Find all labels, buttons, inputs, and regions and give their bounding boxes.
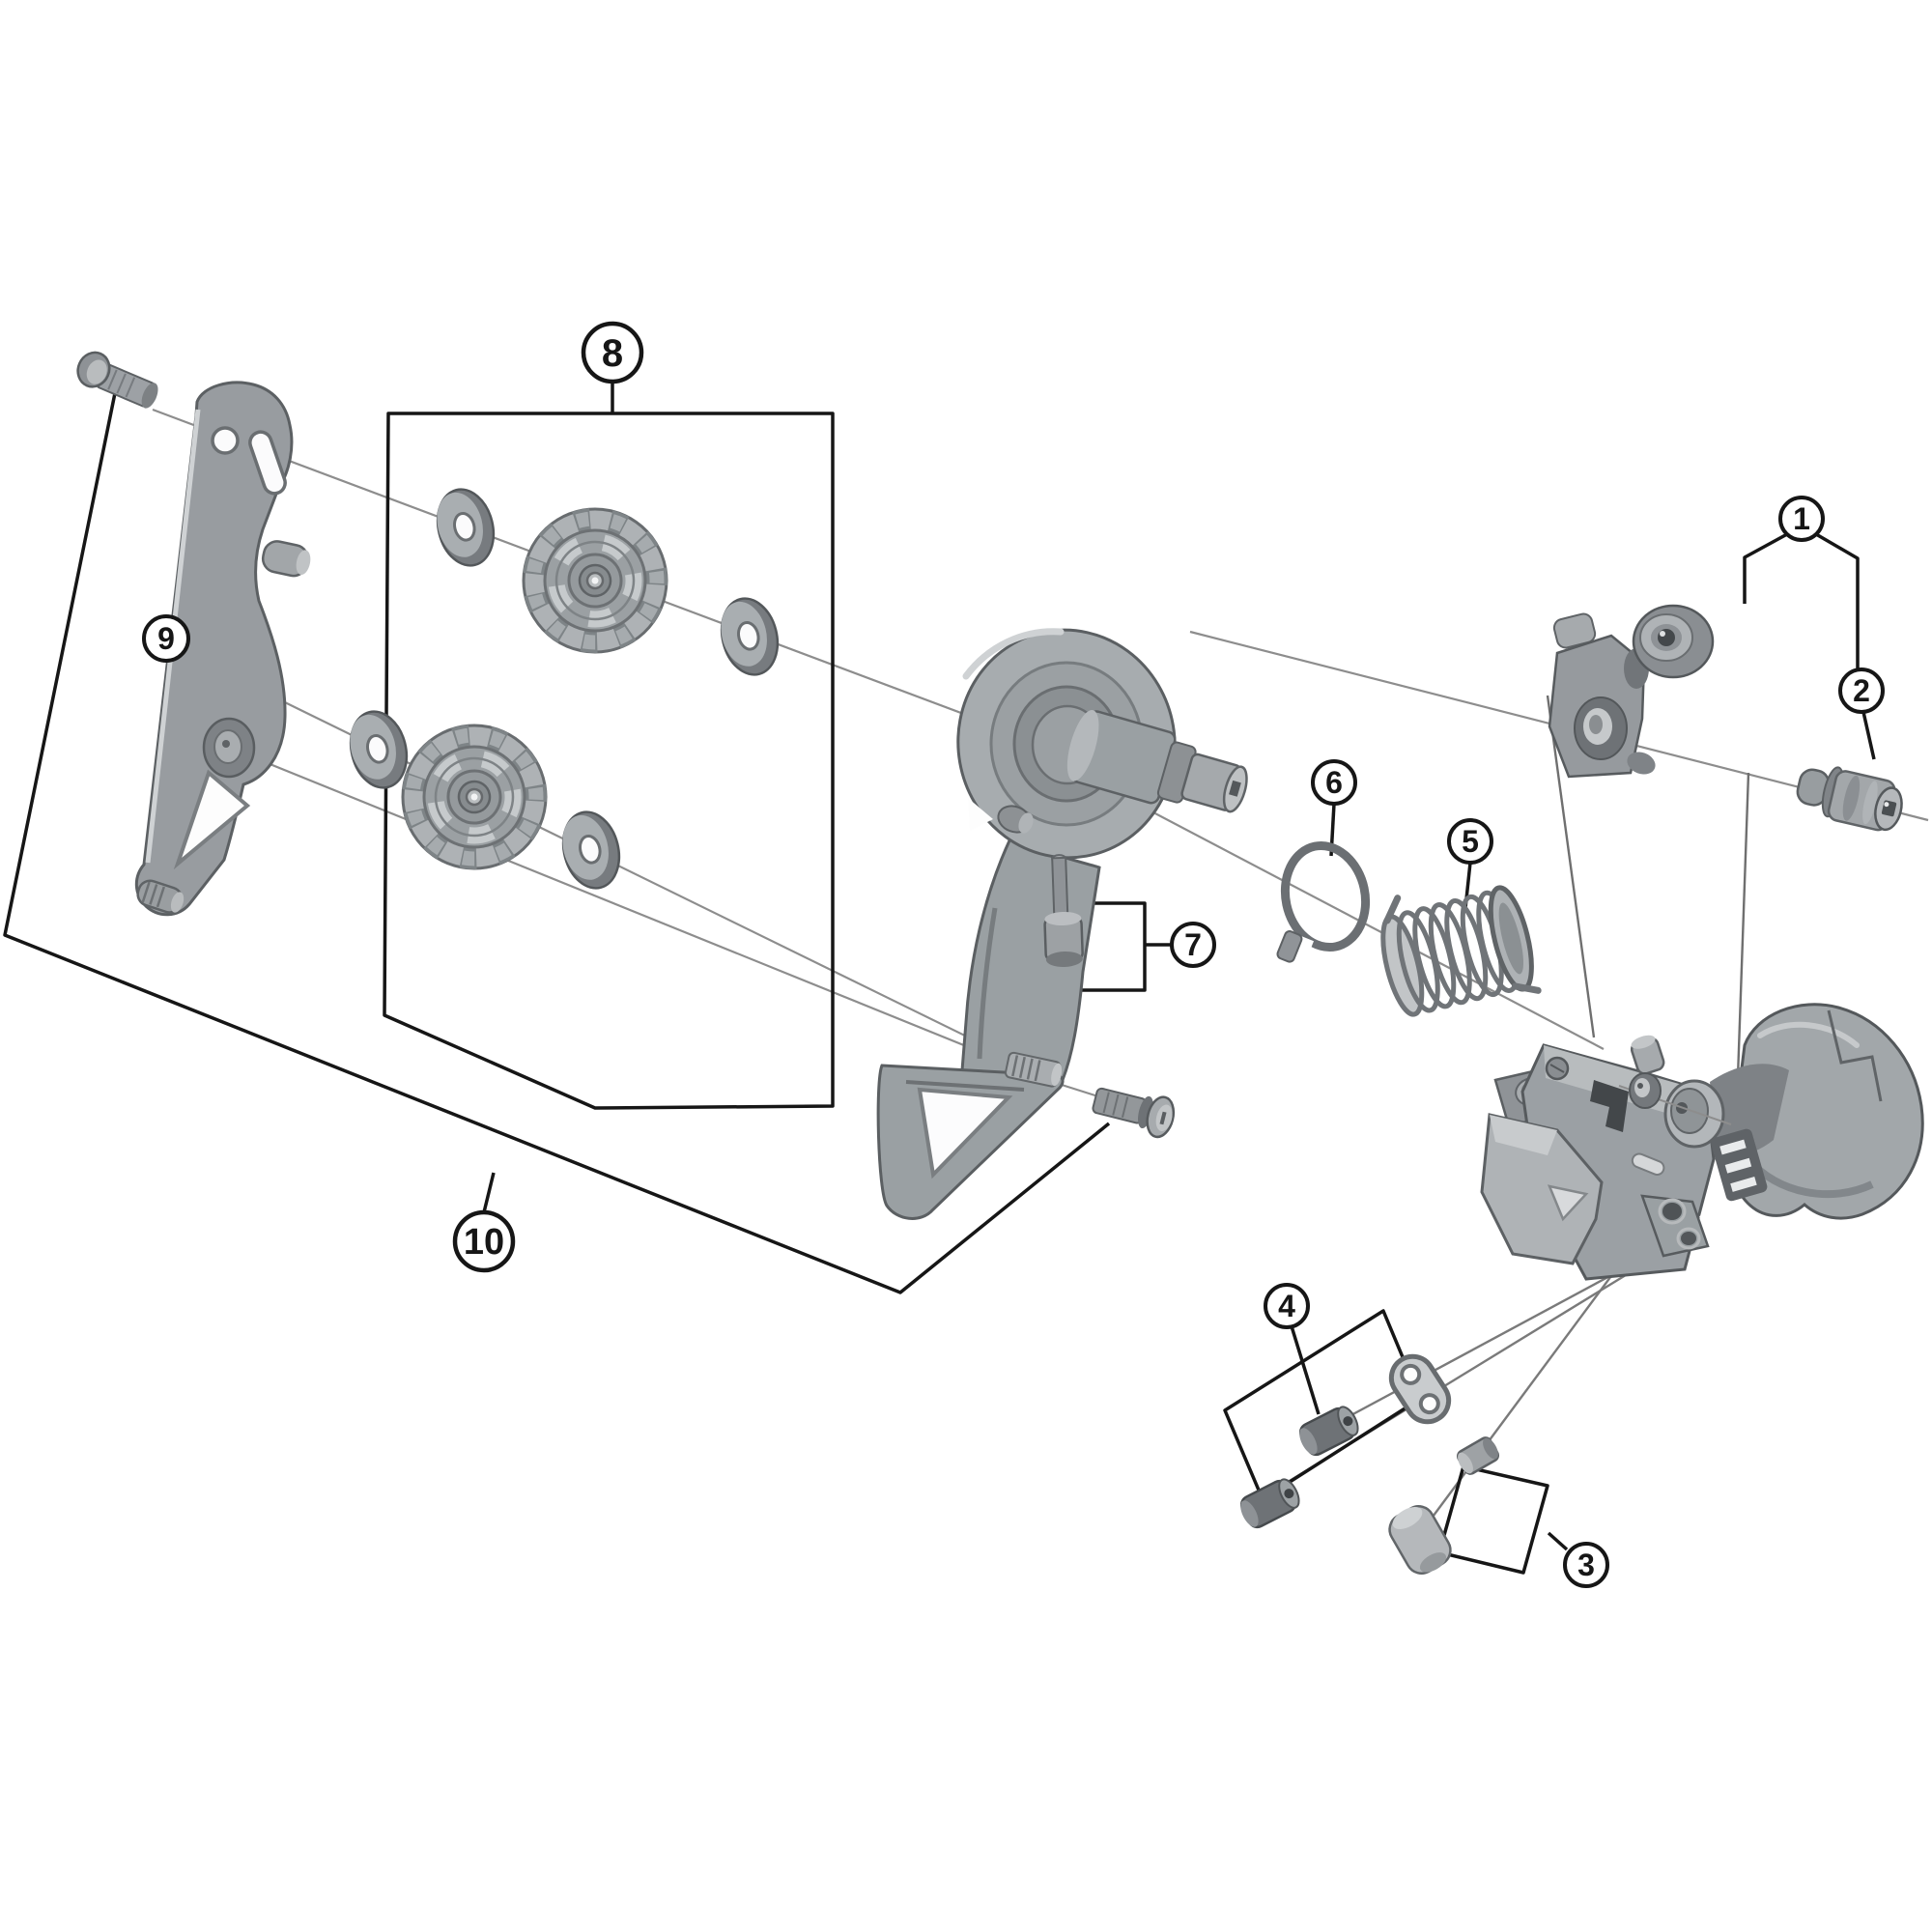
- guide-pulley: [512, 497, 677, 663]
- outer-plate: [876, 628, 1248, 1220]
- adjusting-barrel-2: [1235, 1474, 1305, 1533]
- retaining-ring: [1276, 840, 1371, 963]
- callout-7-label: 7: [1184, 927, 1202, 962]
- callout-8-label: 8: [602, 332, 623, 375]
- cable-end-box: [1437, 1464, 1549, 1575]
- body-cable-stud: [1631, 1152, 1665, 1176]
- bracket-axle-stopper: [1796, 766, 1903, 832]
- callout-9-label: 9: [157, 621, 175, 656]
- callout-7: 7: [1170, 922, 1216, 968]
- inner-plate-pivot-dot: [222, 740, 230, 748]
- callout-3-label: 3: [1577, 1548, 1595, 1582]
- inner-plate: [134, 381, 311, 917]
- callout-10-label: 10: [464, 1222, 504, 1263]
- body-cover-mark: [1547, 1184, 1589, 1222]
- inner-plate-silhouette: [134, 381, 294, 917]
- pulley-set: [341, 481, 787, 896]
- cable-end-cap: [1388, 1505, 1452, 1575]
- inner-plate-slot: [248, 430, 287, 496]
- callout-6-label: 6: [1325, 765, 1343, 800]
- barrel-box: [1223, 1309, 1422, 1501]
- leader-callout-3: [1547, 1531, 1569, 1551]
- body-top-stud: [1630, 1035, 1665, 1075]
- callout-1-label: 1: [1793, 501, 1810, 536]
- link-plate-hole-1: [1400, 1363, 1422, 1385]
- plate-axle-hole: [1229, 780, 1241, 797]
- body-shell-step: [1827, 1009, 1883, 1102]
- callout-6: 6: [1311, 759, 1357, 806]
- ring-band: [1280, 840, 1371, 952]
- outer-plate-threaded-pin: [1005, 1051, 1063, 1088]
- body-front-cover: [1480, 1113, 1604, 1265]
- plate-axle-bolt: [1043, 854, 1084, 967]
- inner-plate-mid-pin: [261, 540, 311, 578]
- callout-9: 9: [142, 614, 190, 663]
- bolt7-shaft: [1051, 856, 1069, 922]
- bracket-tab: [1552, 612, 1597, 649]
- callout-2-label: 2: [1853, 673, 1870, 708]
- main-axle-axis-line: [1095, 781, 1605, 1050]
- outer-plate-guard: [876, 1064, 1065, 1220]
- outer-plate-assembly-outline: [3, 387, 1111, 1294]
- inner-plate-window: [173, 769, 251, 870]
- bracket-pointer-right: [1815, 532, 1860, 668]
- outer-plate-disc-notch: [968, 798, 993, 831]
- derailleur-body: [1480, 1003, 1924, 1281]
- callout-4: 4: [1264, 1283, 1310, 1329]
- link-plate: [1388, 1353, 1452, 1425]
- callout-4-label: 4: [1278, 1289, 1295, 1323]
- bolt-collar: [141, 383, 158, 409]
- bracket-hex-hole: [1658, 629, 1675, 646]
- body-bracket-shell: [1730, 1003, 1924, 1220]
- spring-hook-top: [1383, 895, 1402, 924]
- body-funnel: [1710, 1064, 1789, 1155]
- link-plate-hole-2: [1418, 1393, 1440, 1415]
- callout-2: 2: [1838, 668, 1885, 714]
- bracket-mount-line-left: [1546, 695, 1596, 1038]
- bracket-mount-line-right: [1735, 772, 1750, 1106]
- inner-plate-foot-pin: [136, 879, 185, 914]
- outer-plate-guard-window: [917, 1087, 1013, 1179]
- bracket-foot: [1627, 752, 1656, 775]
- pulley-set-box: [383, 412, 835, 1110]
- bolt-head-face: [86, 359, 107, 384]
- plate-axle: [1066, 710, 1248, 813]
- spring-hook-bottom: [1511, 982, 1542, 994]
- outer-plate-fixing-bolt: [1092, 1087, 1176, 1139]
- inner-plate-top-hole: [211, 426, 240, 455]
- leader-callout-4: [1290, 1325, 1321, 1415]
- tension-pulley: [391, 714, 556, 879]
- bracket-pointer-left: [1743, 532, 1788, 604]
- body-ear-hole-2: [1681, 1232, 1696, 1245]
- washer-lower-right: [554, 804, 629, 896]
- callout-8: 8: [581, 321, 644, 384]
- body-cover-facet: [1490, 1115, 1557, 1155]
- outer-plate-disc-highlight: [962, 628, 1065, 680]
- cable-ferrule: [1456, 1436, 1500, 1475]
- callout-circles: 1 2 3 4 5 6 7 8: [142, 321, 1885, 1588]
- body-logo-mark: [1590, 1080, 1629, 1132]
- body-ear-hole-1: [1662, 1203, 1682, 1220]
- adjusting-barrel-1: [1293, 1402, 1364, 1461]
- washer-upper-left: [428, 481, 503, 574]
- inner-plate-fixing-bolt: [76, 351, 158, 409]
- callout-1: 1: [1778, 496, 1825, 542]
- body-shell-highlight: [1757, 1021, 1860, 1048]
- callout-5: 5: [1447, 818, 1493, 865]
- tension-spring: [1380, 885, 1542, 1017]
- plate-pivot-axis-line: [231, 747, 1017, 1068]
- cable-line-a: [1309, 1271, 1616, 1439]
- outer-plate-arm-shade: [977, 907, 998, 1060]
- ring-foot: [1276, 930, 1303, 963]
- callout-10: 10: [452, 1209, 516, 1273]
- bracket-axle-unit: [1548, 604, 1715, 779]
- callout-3: 3: [1563, 1542, 1609, 1588]
- outer-plate-guard-edge: [905, 1080, 1025, 1092]
- leader-callout-10: [482, 1172, 496, 1213]
- washer-upper-right: [712, 590, 787, 683]
- leader-callout-2: [1861, 711, 1876, 760]
- body-battery-contacts: [1711, 1128, 1768, 1202]
- callout-5-label: 5: [1462, 824, 1479, 859]
